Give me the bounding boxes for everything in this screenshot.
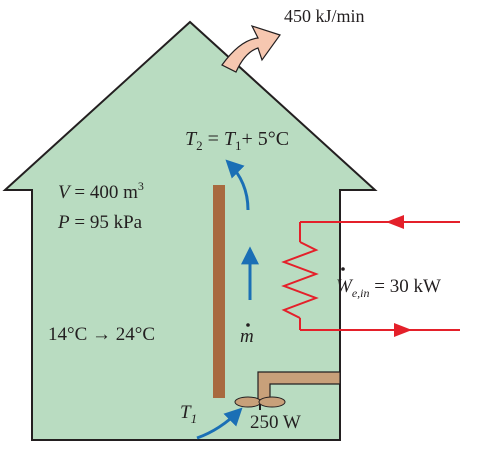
heater-arrow-in (386, 215, 404, 229)
fan-assembly (234, 371, 341, 410)
mass-flow-dot (246, 323, 250, 327)
volume-label: V = 400 m3 (58, 179, 144, 203)
flow-arrow-curved (225, 159, 250, 211)
duct-panel (213, 185, 225, 398)
electric-work-dot (341, 267, 345, 271)
resistance-heater (281, 221, 460, 331)
heat-loss-label: 450 kJ/min (284, 6, 365, 26)
electric-work-label: We,in = 30 kW (336, 276, 441, 300)
fan-power-label: 250 W (250, 412, 301, 433)
inlet-flow-arrow (196, 407, 243, 440)
pressure-label: P = 95 kPa (57, 212, 143, 233)
temperature-change-label: 14°C → 24°C (48, 324, 155, 345)
heat-loss-arrow (221, 24, 281, 73)
mass-flow-label: m (240, 326, 254, 347)
outlet-temperature-label: T2 = T1+ 5°C (185, 128, 289, 153)
house-outline (2, 20, 378, 441)
inlet-temperature-label: T1 (180, 402, 197, 426)
heater-arrow-out (394, 323, 412, 337)
